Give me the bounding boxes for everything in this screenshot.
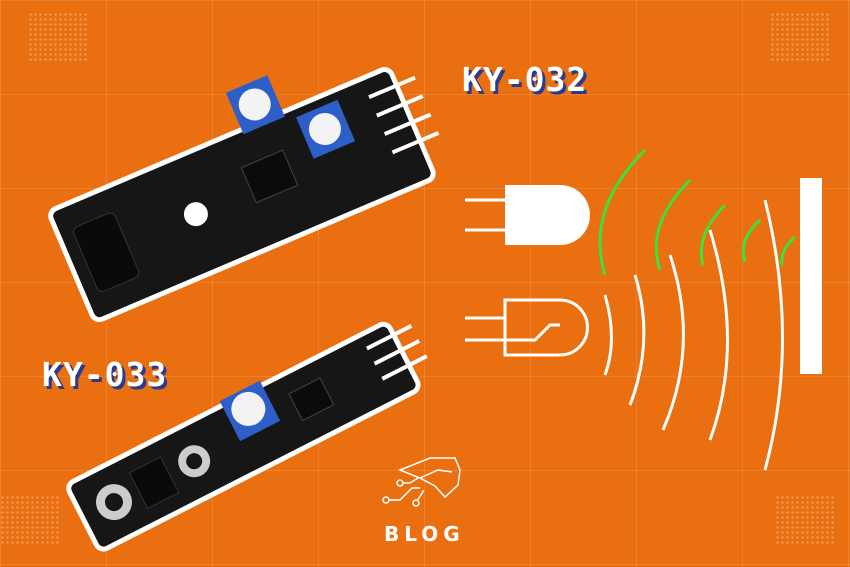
photodiode-icon xyxy=(465,298,589,357)
reflective-surface xyxy=(800,178,822,374)
ir-led-icon xyxy=(465,185,590,245)
pot-icon xyxy=(219,380,281,442)
pot-icon xyxy=(296,99,356,159)
pot-icon xyxy=(225,75,285,135)
blog-label: BLOG xyxy=(384,522,465,546)
ky033-title: KY-033 xyxy=(42,355,168,394)
dot-pattern xyxy=(28,12,88,62)
ky032-board xyxy=(48,67,440,323)
robot-hand-circuit-icon xyxy=(382,457,461,507)
dot-pattern xyxy=(770,12,830,62)
emitted-waves xyxy=(598,148,796,276)
ky033-board xyxy=(66,321,428,552)
dot-pattern xyxy=(0,495,60,545)
ky032-title: KY-032 xyxy=(462,60,588,99)
reflected-waves xyxy=(603,199,784,471)
dot-pattern xyxy=(775,495,835,545)
